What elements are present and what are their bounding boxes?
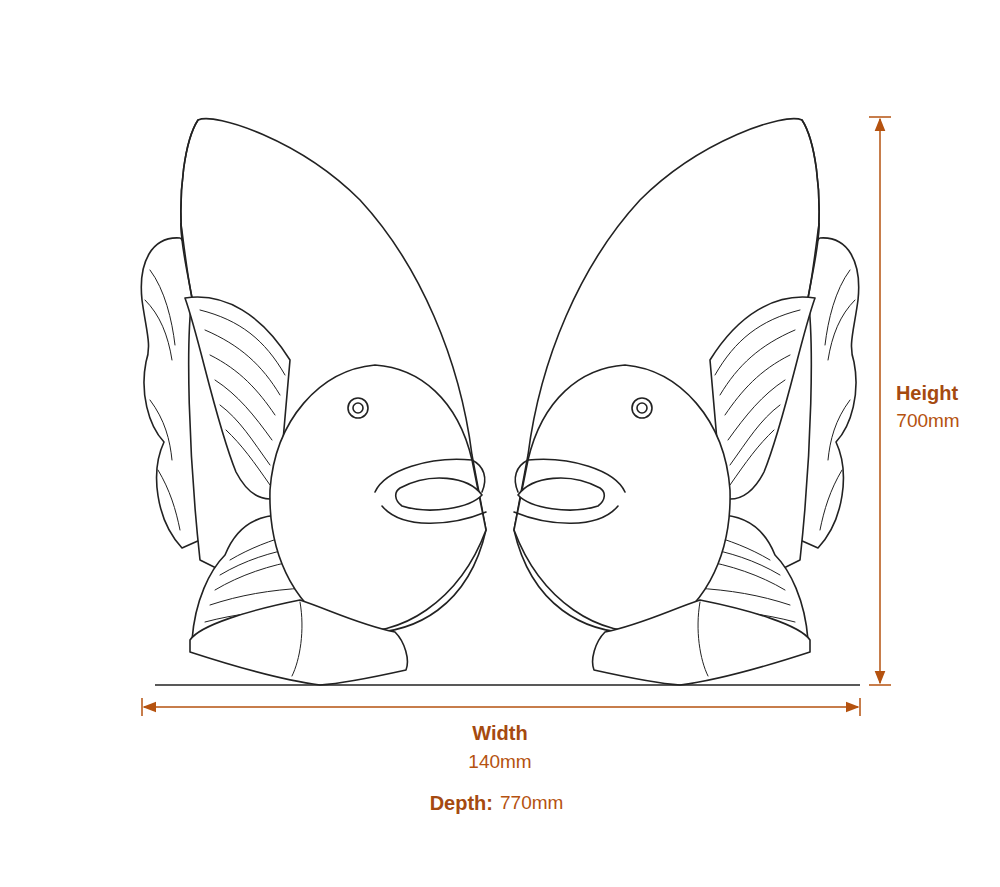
dimension-value: 700mm bbox=[896, 410, 959, 433]
dimension-name: Depth: bbox=[430, 791, 493, 815]
height-dimension-line bbox=[879, 119, 881, 683]
dimension-name: Width bbox=[472, 721, 527, 745]
dimension-name: Height bbox=[896, 381, 958, 405]
dimension-value: 140mm bbox=[468, 751, 531, 774]
dimension-tick bbox=[141, 698, 143, 716]
width-dimension-line bbox=[144, 706, 858, 708]
dimension-tick bbox=[859, 698, 861, 716]
ground-line bbox=[155, 684, 860, 686]
dimension-value: 770mm bbox=[500, 792, 563, 815]
left-fish bbox=[141, 119, 486, 685]
dimension-tick bbox=[869, 116, 891, 118]
right-fish bbox=[514, 119, 859, 685]
dimension-tick bbox=[869, 684, 891, 686]
